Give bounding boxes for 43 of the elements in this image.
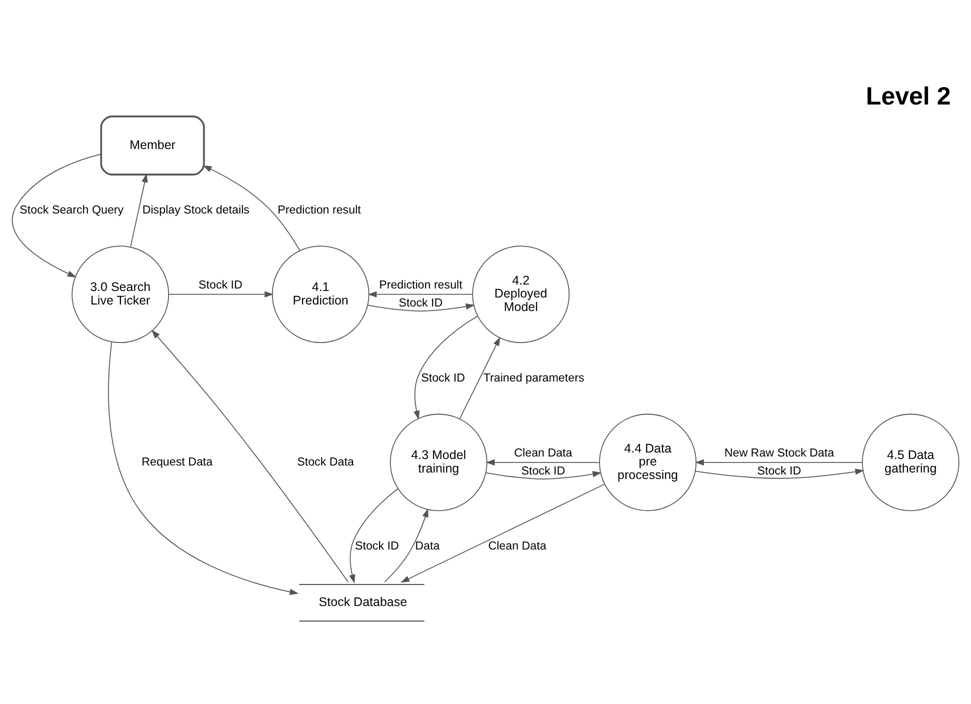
arrow xyxy=(486,471,602,480)
arrow xyxy=(202,165,300,252)
node-circle: 4.4 Data pre processing xyxy=(599,414,697,512)
arrow xyxy=(384,508,428,583)
edge-label: Request Data xyxy=(142,455,213,468)
edge-label: Trained parameters xyxy=(483,371,584,384)
arrow xyxy=(12,154,102,278)
arrow xyxy=(459,336,500,420)
arrow xyxy=(695,468,864,479)
arrow xyxy=(486,459,600,466)
edge-label: Data xyxy=(415,539,440,552)
edge-label: Stock ID xyxy=(354,539,399,552)
node-circle: 4.3 Model training xyxy=(390,414,488,512)
edge-label: Stock ID xyxy=(398,296,443,310)
edge-label: Stock ID xyxy=(757,464,802,478)
edge-label: Prediction result xyxy=(278,203,361,216)
arrow xyxy=(368,303,475,312)
edge-label: Stock ID xyxy=(198,278,242,292)
arrow xyxy=(349,488,398,584)
edge-label: New Raw Stock Data xyxy=(724,446,834,460)
edge-label: Stock Data xyxy=(297,455,354,468)
arrow xyxy=(130,173,148,248)
edge-label: Stock Search Query xyxy=(20,203,124,216)
diagram-title: Level 2 xyxy=(866,82,951,110)
arrow xyxy=(168,291,274,298)
node-text: Stock Database xyxy=(318,595,408,610)
arrow xyxy=(368,291,473,298)
node-circle: 4.5 Data gathering xyxy=(862,414,960,512)
edge-label: Clean Data xyxy=(514,446,572,460)
arrow xyxy=(414,316,478,420)
edge-label: Prediction result xyxy=(379,278,462,292)
edge-label: Display Stock details xyxy=(142,203,250,216)
arrow xyxy=(108,342,299,595)
arrow xyxy=(400,484,606,583)
edge-label: Stock ID xyxy=(421,371,466,384)
arrow xyxy=(151,330,349,583)
node-circle: 4.1 Prediction xyxy=(272,246,370,344)
edge-label: Clean Data xyxy=(488,539,546,552)
node-circle: 3.0 Search Live Ticker xyxy=(72,246,170,344)
edge-label: Stock ID xyxy=(521,464,566,478)
node-circle: 4.2 Deployed Model xyxy=(472,246,570,344)
arrow xyxy=(694,459,862,466)
node-box: Member xyxy=(100,116,205,176)
